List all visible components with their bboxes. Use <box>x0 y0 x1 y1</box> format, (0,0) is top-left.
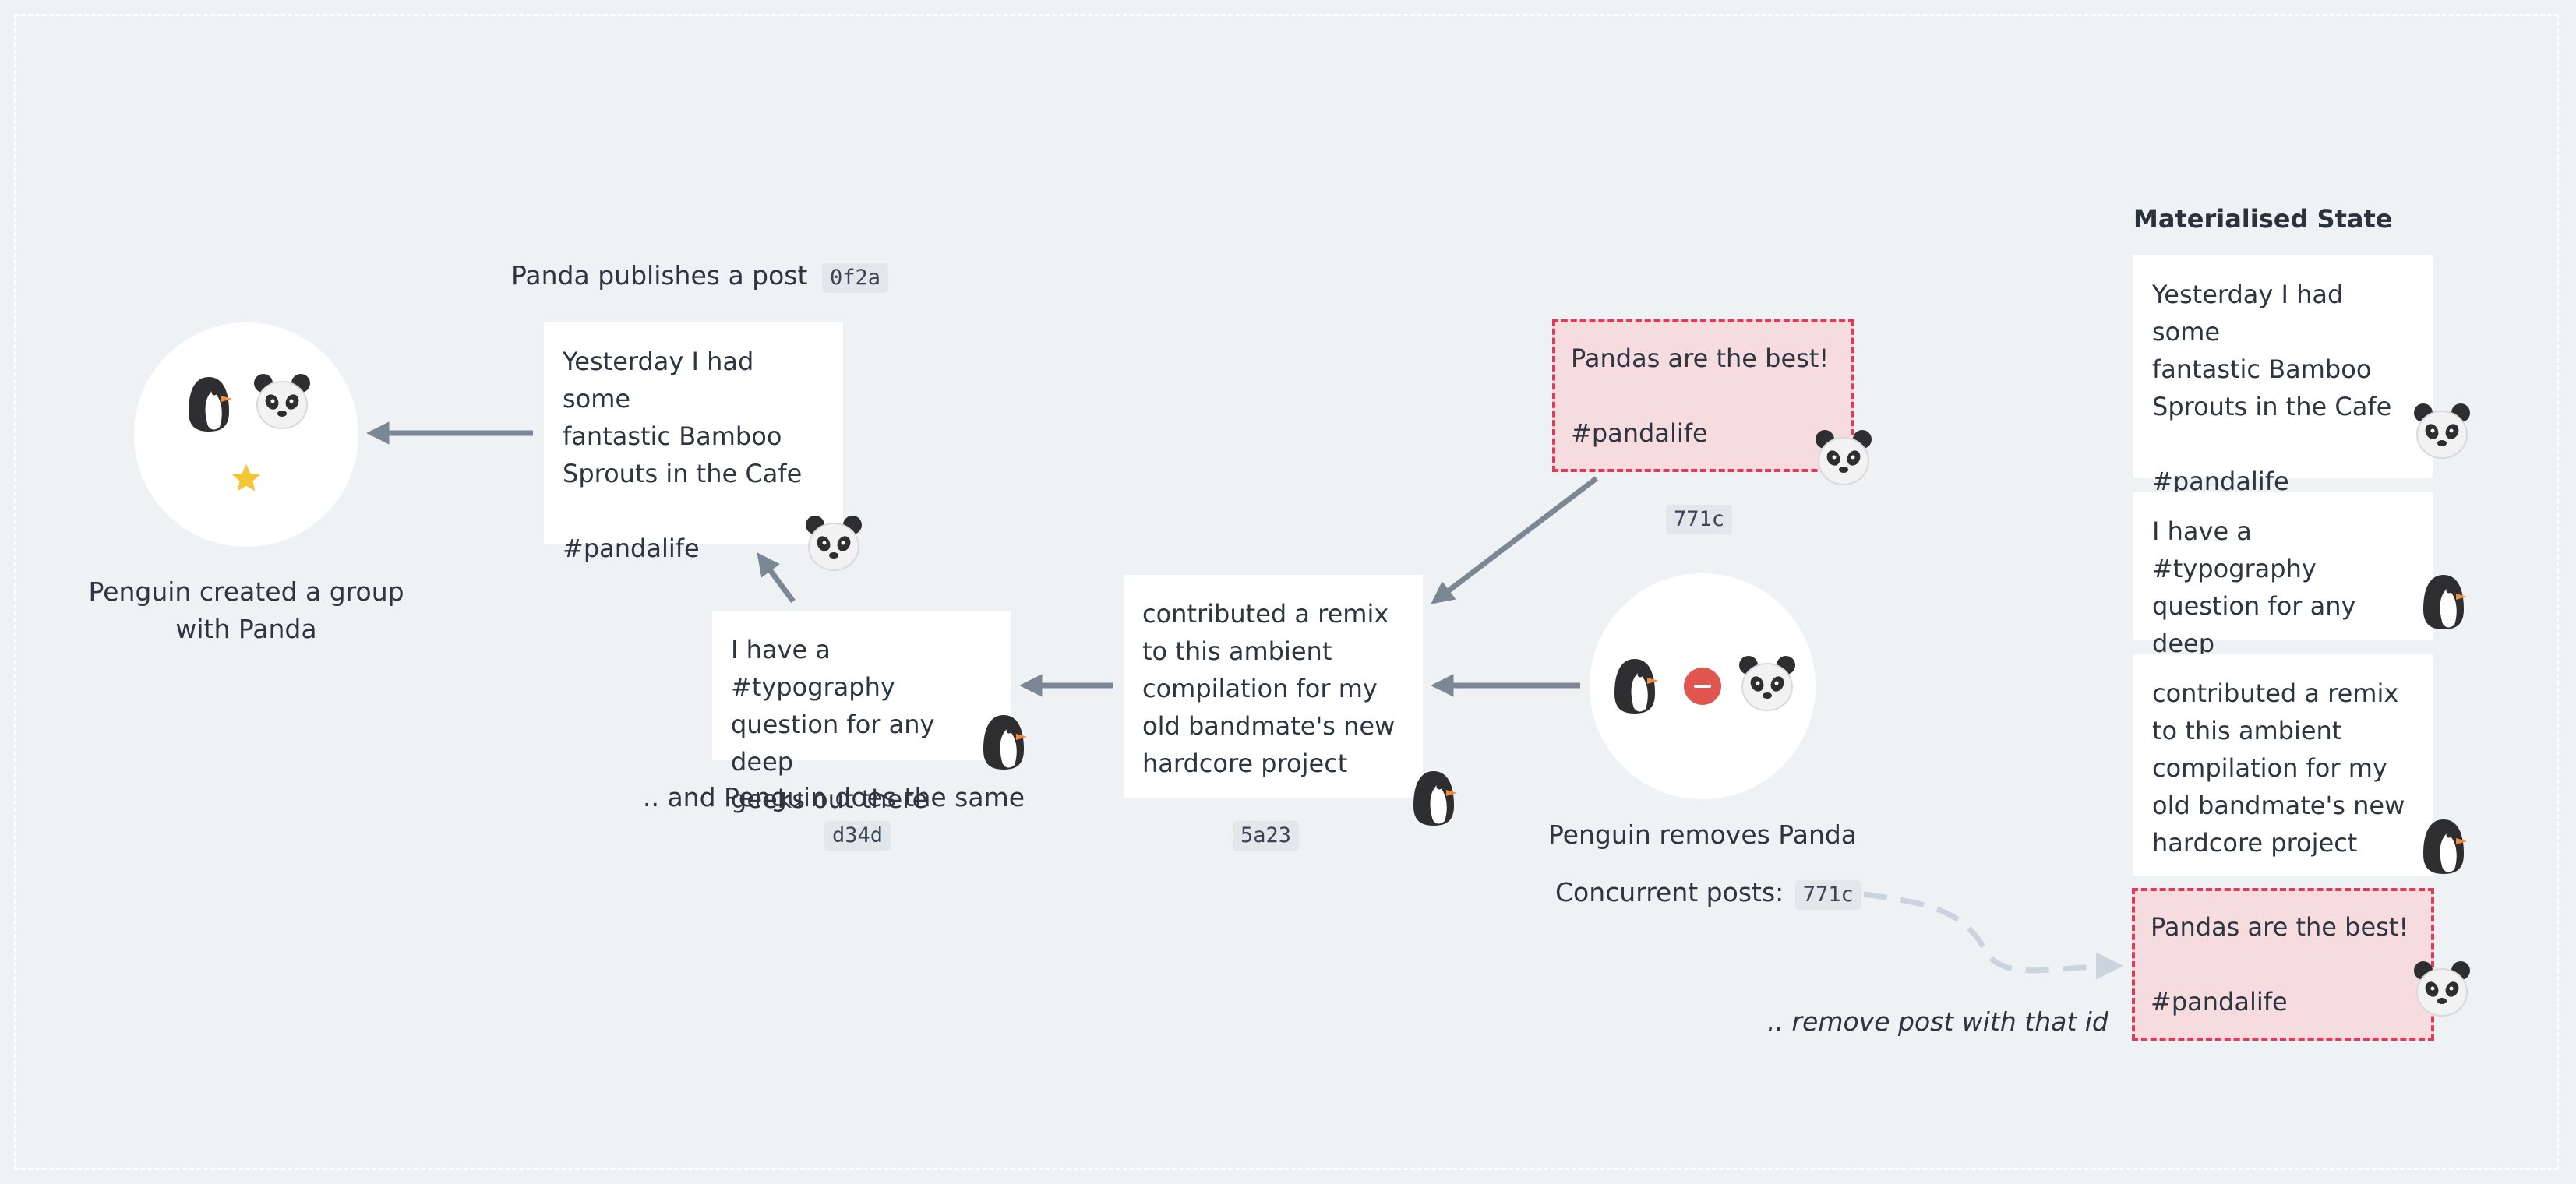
concurrent-label: Concurrent posts: <box>1555 877 1784 907</box>
panda-icon <box>2411 400 2473 463</box>
penguin-icon <box>976 710 1032 773</box>
materialised-item: Yesterday I had some fantastic Bamboo Sp… <box>2133 255 2433 496</box>
penguin-icon <box>1406 766 1462 829</box>
group-caption: Penguin created a group with Panda <box>75 573 418 648</box>
post-d34d-id: d34d <box>824 821 891 851</box>
penguin-icon <box>1607 654 1663 717</box>
post-5a23-id: 5a23 <box>1233 821 1300 851</box>
materialised-title: Materialised State <box>2133 204 2393 234</box>
penguin-icon <box>2415 815 2472 877</box>
concurrent-row: Concurrent posts: 771c <box>1555 874 1861 911</box>
diagram-frame <box>14 14 2559 1170</box>
post-0f2a-card: Yesterday I had some fantastic Bamboo Sp… <box>544 322 843 563</box>
post-d34d-caption: .. and Penguin does the same <box>642 782 1025 812</box>
star-icon <box>229 461 263 495</box>
post-0f2a-id: 0f2a <box>821 263 888 293</box>
arrow-771c-to-5a23 <box>1431 476 1599 604</box>
group-node <box>134 322 358 547</box>
group-caption-line2: with Panda <box>175 614 317 644</box>
panda-icon <box>2411 958 2473 1020</box>
penguin-icon <box>2415 570 2472 633</box>
post-5a23-card: contributed a remix to this ambient comp… <box>1124 575 1423 798</box>
post-0f2a-caption: Panda publishes a post <box>511 260 808 291</box>
materialised-item: I have a #typography question for any de… <box>2133 492 2433 696</box>
remove-note: .. remove post with that id <box>1767 1006 2108 1037</box>
panda-icon <box>1736 653 1798 715</box>
panda-icon <box>1812 427 1875 489</box>
dashed-link-to-materialised <box>1863 891 2123 980</box>
post-771c-card: Pandas are the best! #pandalife <box>1552 319 1854 472</box>
minus-icon <box>1683 667 1722 706</box>
concurrent-id: 771c <box>1794 880 1861 910</box>
post-771c-id: 771c <box>1666 505 1733 534</box>
penguin-icon <box>181 372 237 435</box>
panda-icon <box>803 513 865 575</box>
post-d34d-card: I have a #typography question for any de… <box>712 611 1011 814</box>
post-0f2a-caption-row: Panda publishes a post 0f2a <box>511 257 888 294</box>
materialised-item-deleted: Pandas are the best! #pandalife <box>2132 888 2434 1041</box>
remove-caption: Penguin removes Panda <box>1547 819 1858 850</box>
group-caption-line1: Penguin created a group <box>88 576 404 607</box>
arrow-d34d-to-0f2a <box>757 552 796 604</box>
materialised-item: contributed a remix to this ambient comp… <box>2133 654 2433 876</box>
panda-icon <box>251 371 313 433</box>
